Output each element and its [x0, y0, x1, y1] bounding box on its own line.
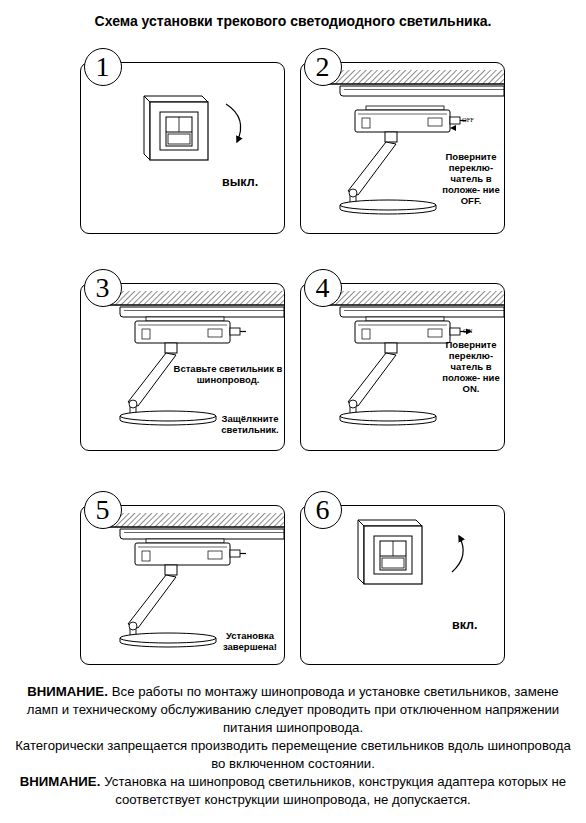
step-number: 5 — [84, 491, 122, 529]
track-fixture — [322, 70, 504, 214]
step-number-text: 5 — [85, 492, 120, 527]
switch-arrow — [450, 125, 456, 131]
step-number: 2 — [304, 48, 342, 86]
switch-position-label: ON — [463, 327, 472, 334]
instruction-text: Защёлкните светильник. — [218, 413, 282, 435]
warning-paragraph: ВНИМАНИЕ.Установка на шинопровод светиль… — [10, 773, 576, 809]
step-number-text: 2 — [305, 49, 340, 84]
ceiling-track — [102, 513, 284, 539]
step-number-text: 6 — [305, 492, 340, 527]
diagram-title: Схема установки трекового светодиодного … — [0, 13, 586, 30]
instruction-text: Установка завершена! — [216, 630, 284, 652]
step-number: 1 — [84, 48, 122, 86]
instruction-text: Поверните переклю- чатель в положе- ние … — [438, 339, 504, 394]
step-panel: Поверните переклю- чатель в положе- ние … — [300, 283, 505, 451]
light-switch — [144, 96, 208, 160]
warning-text: Установка на шинопровод светильников, ко… — [104, 774, 566, 807]
step-panel: вкл.6 — [300, 505, 505, 665]
step-panel: Установка завершена!5 — [80, 505, 285, 665]
step-number-text: 1 — [85, 49, 120, 84]
instruction-text: Вставьте светильник в шинопровод. — [173, 363, 283, 385]
track-light — [340, 317, 466, 425]
step-panel: выкл.1 — [80, 62, 285, 234]
warning-text: Категорически запрещается производить пе… — [15, 738, 571, 771]
step-number: 3 — [84, 269, 122, 307]
instruction-text: Поверните переклю- чатель в положе- ние … — [438, 151, 504, 206]
track-fixture — [322, 291, 504, 425]
track-fixture — [102, 513, 284, 647]
step-panel: Вставьте светильник в шинопровод. Защёлкн… — [80, 283, 285, 451]
warning-paragraph: Категорически запрещается производить пе… — [10, 737, 576, 773]
warning-block: ВНИМАНИЕ.Все работы по монтажу шинопрово… — [10, 683, 576, 809]
warning-heading: ВНИМАНИЕ. — [27, 684, 108, 699]
track-fixture — [102, 291, 284, 425]
warning-heading: ВНИМАНИЕ. — [20, 774, 101, 789]
step-number-text: 3 — [85, 270, 120, 305]
light-switch — [358, 520, 422, 584]
ceiling-track — [322, 70, 504, 96]
step-number-text: 4 — [305, 270, 340, 305]
switch-state-text: выкл. — [222, 175, 272, 189]
press-arrow — [452, 536, 463, 572]
ceiling-track — [322, 291, 504, 317]
switch-position-label: OFF — [462, 116, 474, 123]
warning-paragraph: ВНИМАНИЕ.Все работы по монтажу шинопрово… — [10, 683, 576, 737]
press-arrow — [226, 104, 241, 142]
switch-state-text: вкл. — [452, 618, 497, 632]
step-panel: Поверните переклю- чатель в положе- ние … — [300, 62, 505, 234]
ceiling-track — [102, 291, 284, 317]
step-number: 6 — [304, 491, 342, 529]
step-number: 4 — [304, 269, 342, 307]
